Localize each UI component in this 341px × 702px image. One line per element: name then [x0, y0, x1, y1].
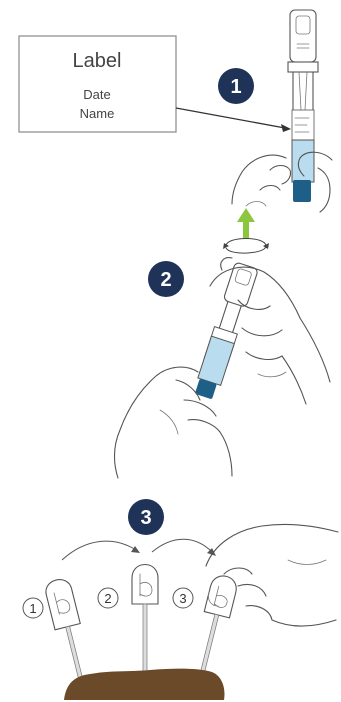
- twist-and-pull-arrow: [223, 208, 269, 253]
- soil-mound: [64, 669, 225, 700]
- label-title: Label: [73, 50, 122, 72]
- probe-2: [132, 565, 158, 677]
- step-2-panel: 2: [115, 258, 331, 478]
- step-2-badge: 2: [148, 261, 184, 297]
- sample-vial-step1: [288, 10, 318, 202]
- step-1-panel: Label Date Name 1: [19, 10, 332, 212]
- step-2-number: 2: [160, 269, 171, 291]
- sequence-marker-2-text: 2: [104, 591, 111, 606]
- probe-3: [189, 573, 239, 678]
- sequence-marker-2: 2: [98, 588, 118, 608]
- hand-step1: [232, 152, 332, 212]
- label-date: Date: [83, 87, 110, 102]
- movement-arrows: [62, 539, 216, 560]
- sequence-marker-1-text: 1: [29, 601, 36, 616]
- sequence-marker-1: 1: [23, 598, 43, 618]
- step-1-number: 1: [230, 76, 241, 98]
- step-3-panel: 3 1 2 3: [23, 499, 338, 700]
- sample-vial-step2: [193, 262, 258, 401]
- step-1-badge: 1: [218, 68, 254, 104]
- probe-1: [43, 577, 92, 680]
- step-3-badge: 3: [128, 499, 164, 535]
- callout-arrow: [176, 108, 291, 132]
- label-name: Name: [80, 106, 115, 121]
- sequence-marker-3: 3: [173, 588, 193, 608]
- step-3-number: 3: [140, 507, 151, 529]
- sequence-marker-3-text: 3: [179, 591, 186, 606]
- label-callout-box: Label Date Name: [19, 36, 176, 132]
